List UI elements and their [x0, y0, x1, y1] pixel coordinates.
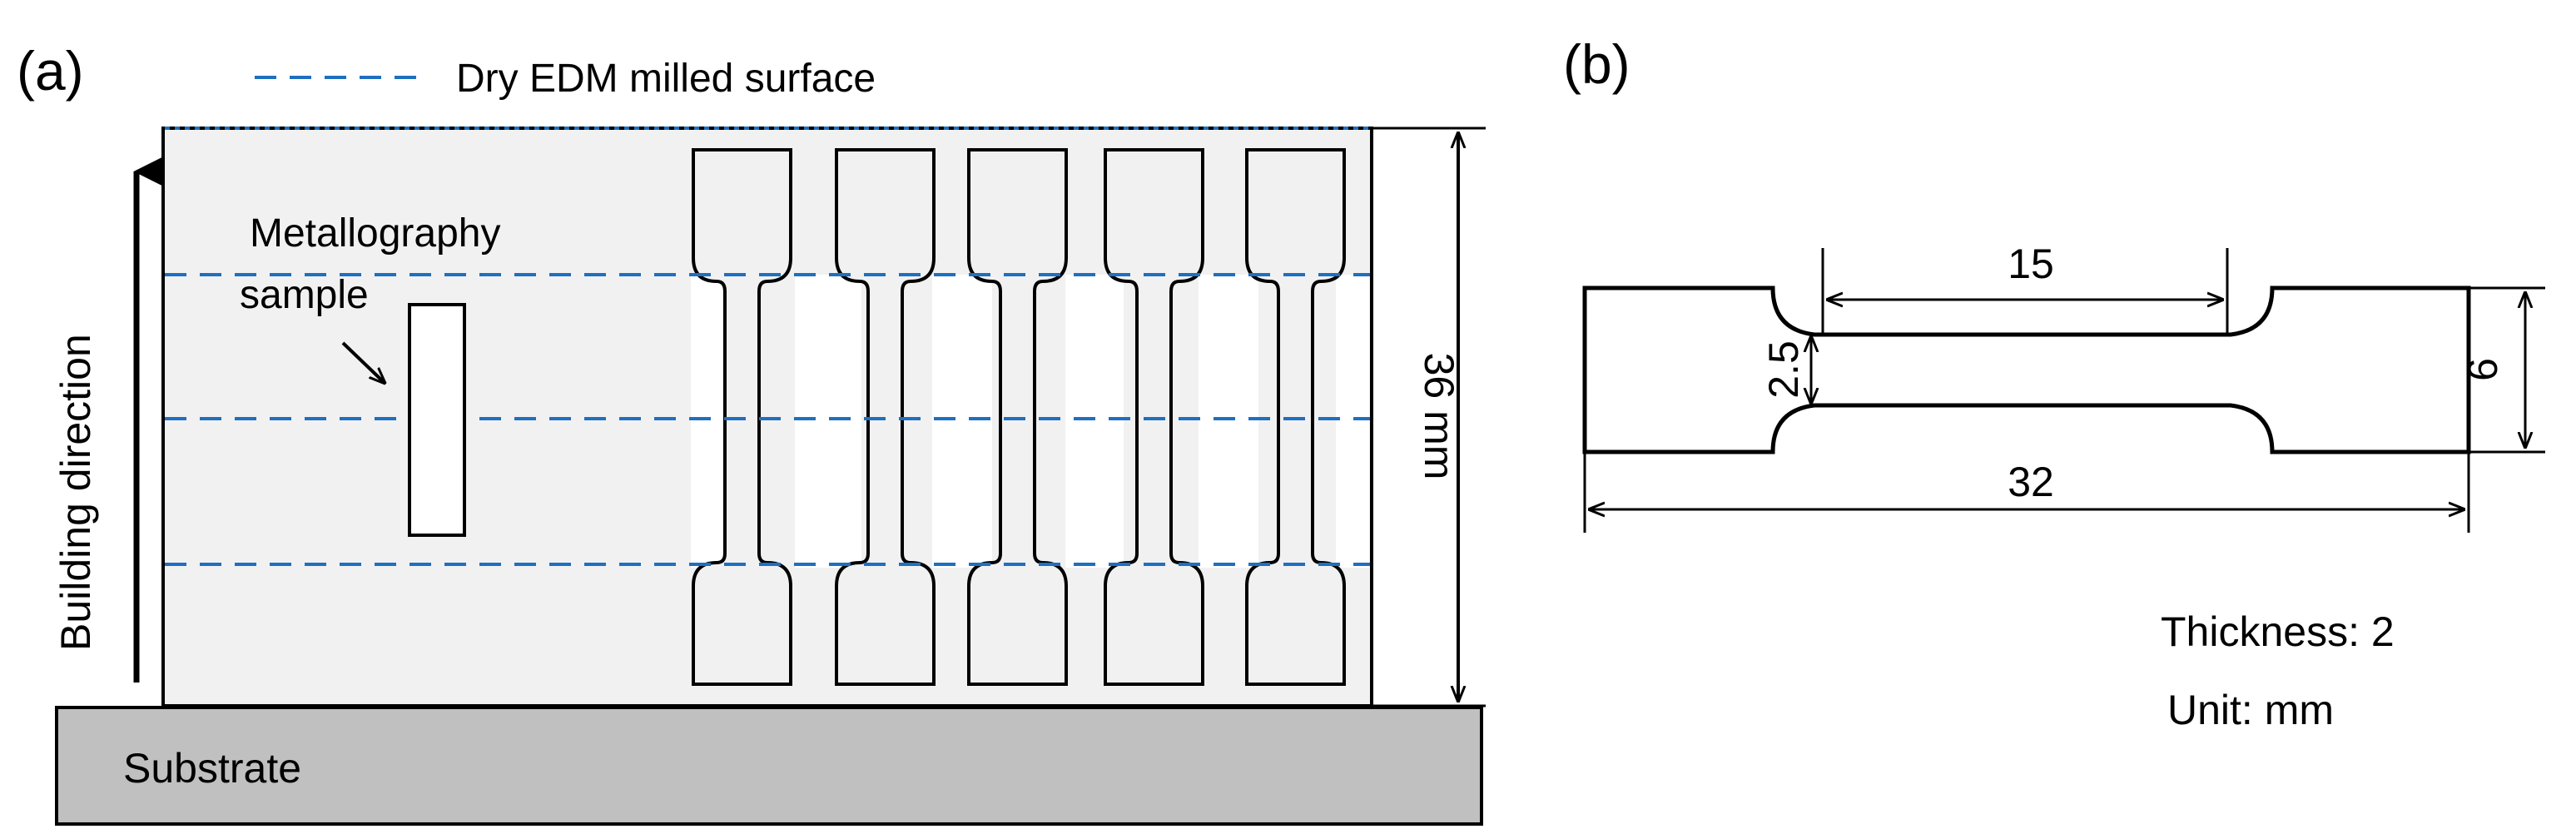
metallography-pointer-arrow — [341, 341, 385, 383]
substrate-label: Substrate — [123, 745, 301, 792]
unit-note: Unit: mm — [2167, 687, 2334, 733]
cut-slot — [1065, 275, 1124, 568]
metallography-sample — [408, 303, 466, 537]
milled-surface-lines — [165, 127, 1370, 566]
gauge-width-label: 2.5 — [1760, 340, 1807, 399]
height-dimension-label: 36 mm — [1416, 353, 1462, 480]
cut-slot — [691, 275, 722, 568]
cut-slot — [932, 275, 992, 568]
total-length-label: 32 — [2008, 459, 2054, 505]
metallography-label-line1: Metallography — [250, 211, 501, 256]
panel-b-label: (b) — [1563, 33, 1630, 95]
thickness-note: Thickness: 2 — [2161, 608, 2395, 655]
cut-slot — [1199, 275, 1258, 568]
panel-a-label: (a) — [17, 40, 84, 102]
panel-b: (b) 15 2.5 6 32 Thickness: 2 Unit: mm — [1563, 33, 2545, 733]
cut-slot — [1336, 275, 1369, 568]
gauge-length-label: 15 — [2008, 241, 2054, 287]
panel-a: (a) Dry EDM milled surface Substrate — [17, 40, 1486, 826]
dogbone-specimen — [1582, 285, 2471, 454]
cut-slot — [795, 275, 861, 568]
metallography-label-line2: sample — [240, 273, 369, 317]
grip-width-label: 6 — [2459, 358, 2506, 381]
specimen-cut-slots — [691, 275, 1369, 568]
legend-text: Dry EDM milled surface — [456, 57, 876, 101]
building-direction-label: Building direction — [52, 334, 99, 651]
